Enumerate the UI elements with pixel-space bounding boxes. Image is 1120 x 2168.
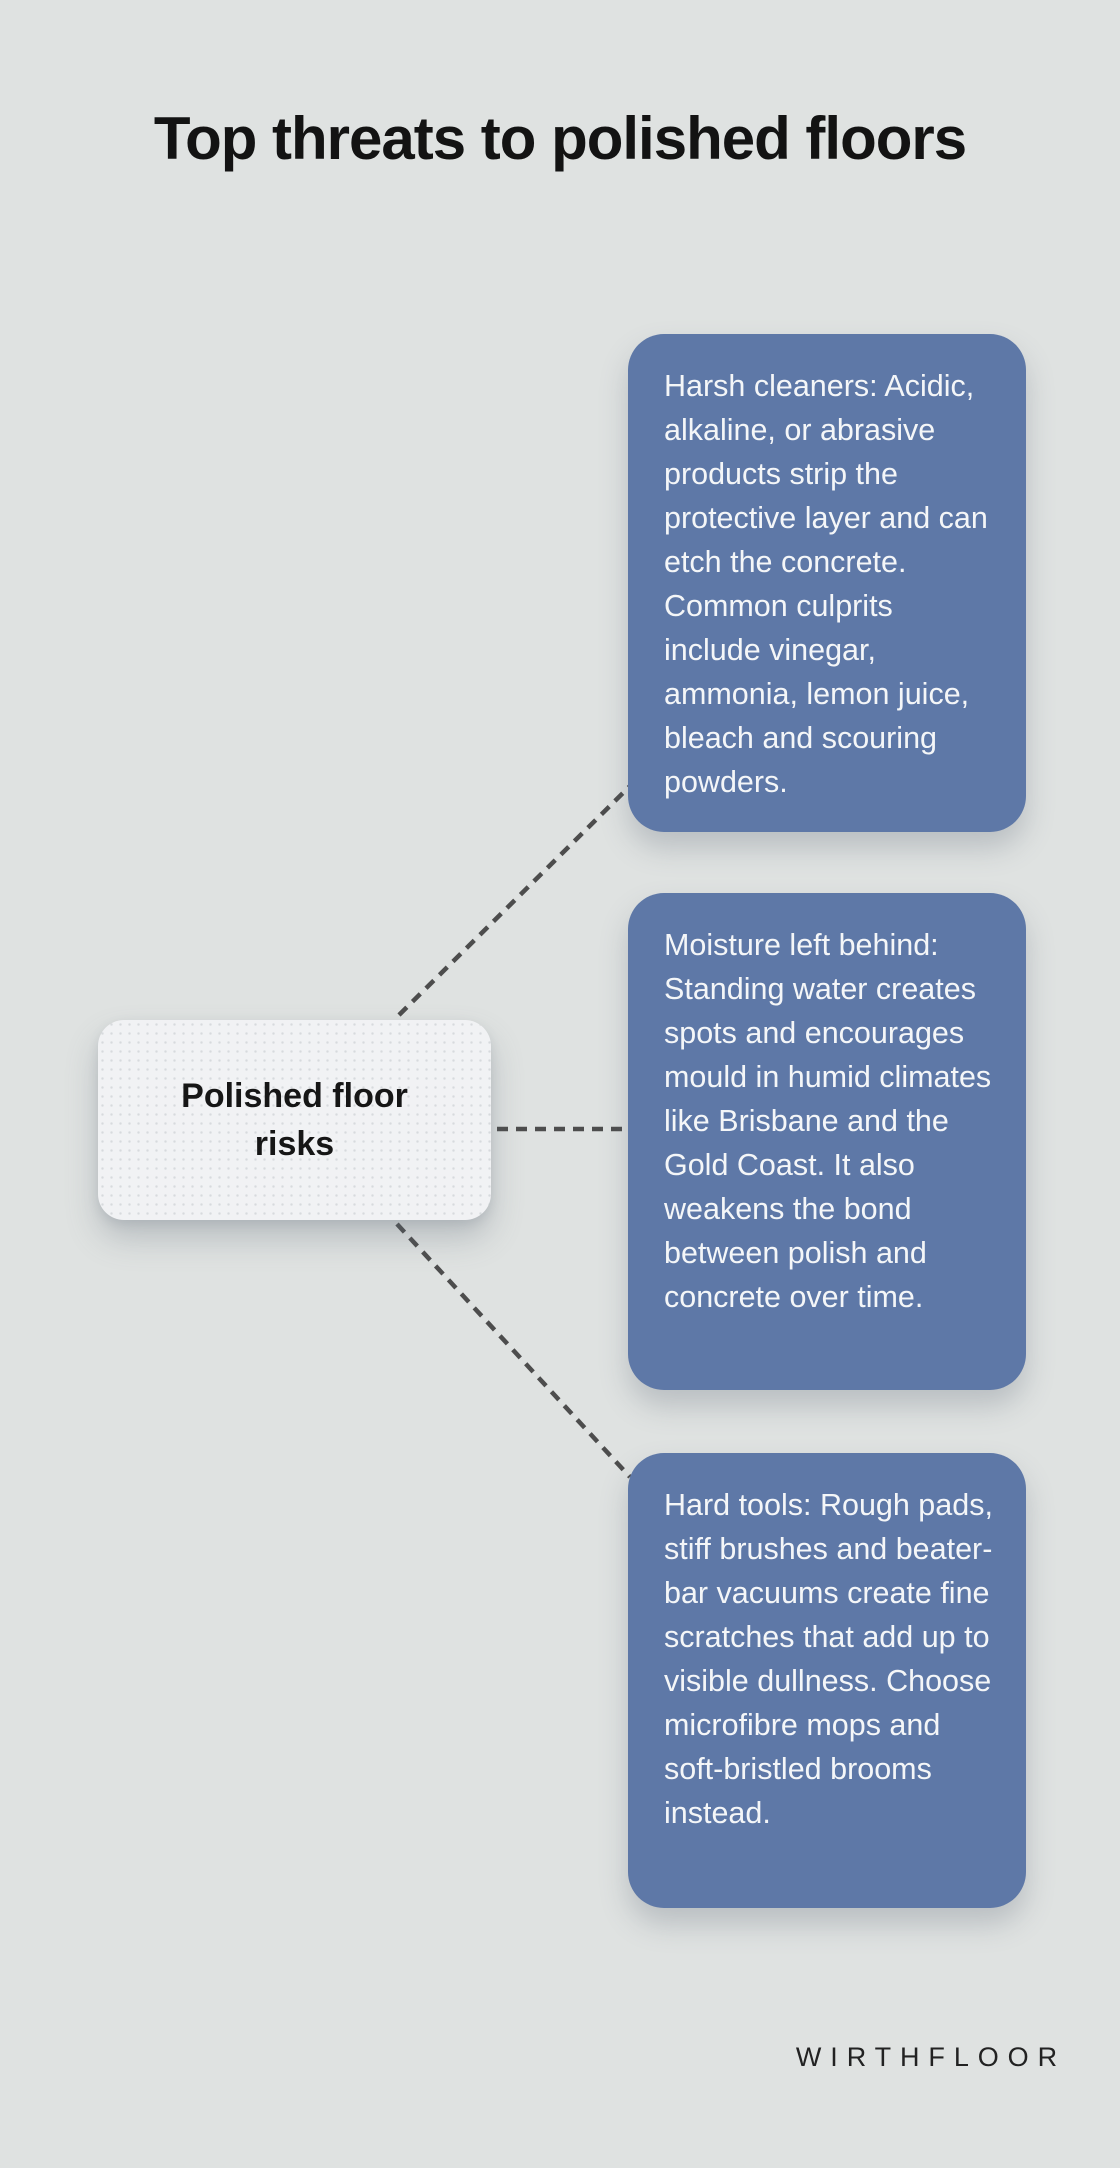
brand-logo: WIRTHFLOOR [795, 2042, 1066, 2072]
risk-card-text: Hard tools: Rough pads, stiff brushes an… [664, 1488, 993, 1830]
connector-line-bottom [395, 1222, 632, 1479]
center-node: Polished floor risks [98, 1020, 491, 1220]
center-node-label: Polished floor risks [181, 1077, 408, 1163]
risk-card-text: Moisture left behind: Standing water cre… [664, 928, 992, 1314]
risk-card-text: Harsh cleaners: Acidic, alkaline, or abr… [664, 369, 988, 799]
connector-line-top [397, 784, 632, 1017]
page-title: Top threats to polished floors [153, 105, 967, 172]
risk-card-harsh-cleaners: Harsh cleaners: Acidic, alkaline, or abr… [628, 334, 1026, 832]
risk-card-hard-tools: Hard tools: Rough pads, stiff brushes an… [628, 1453, 1026, 1908]
risk-card-moisture: Moisture left behind: Standing water cre… [628, 893, 1026, 1390]
